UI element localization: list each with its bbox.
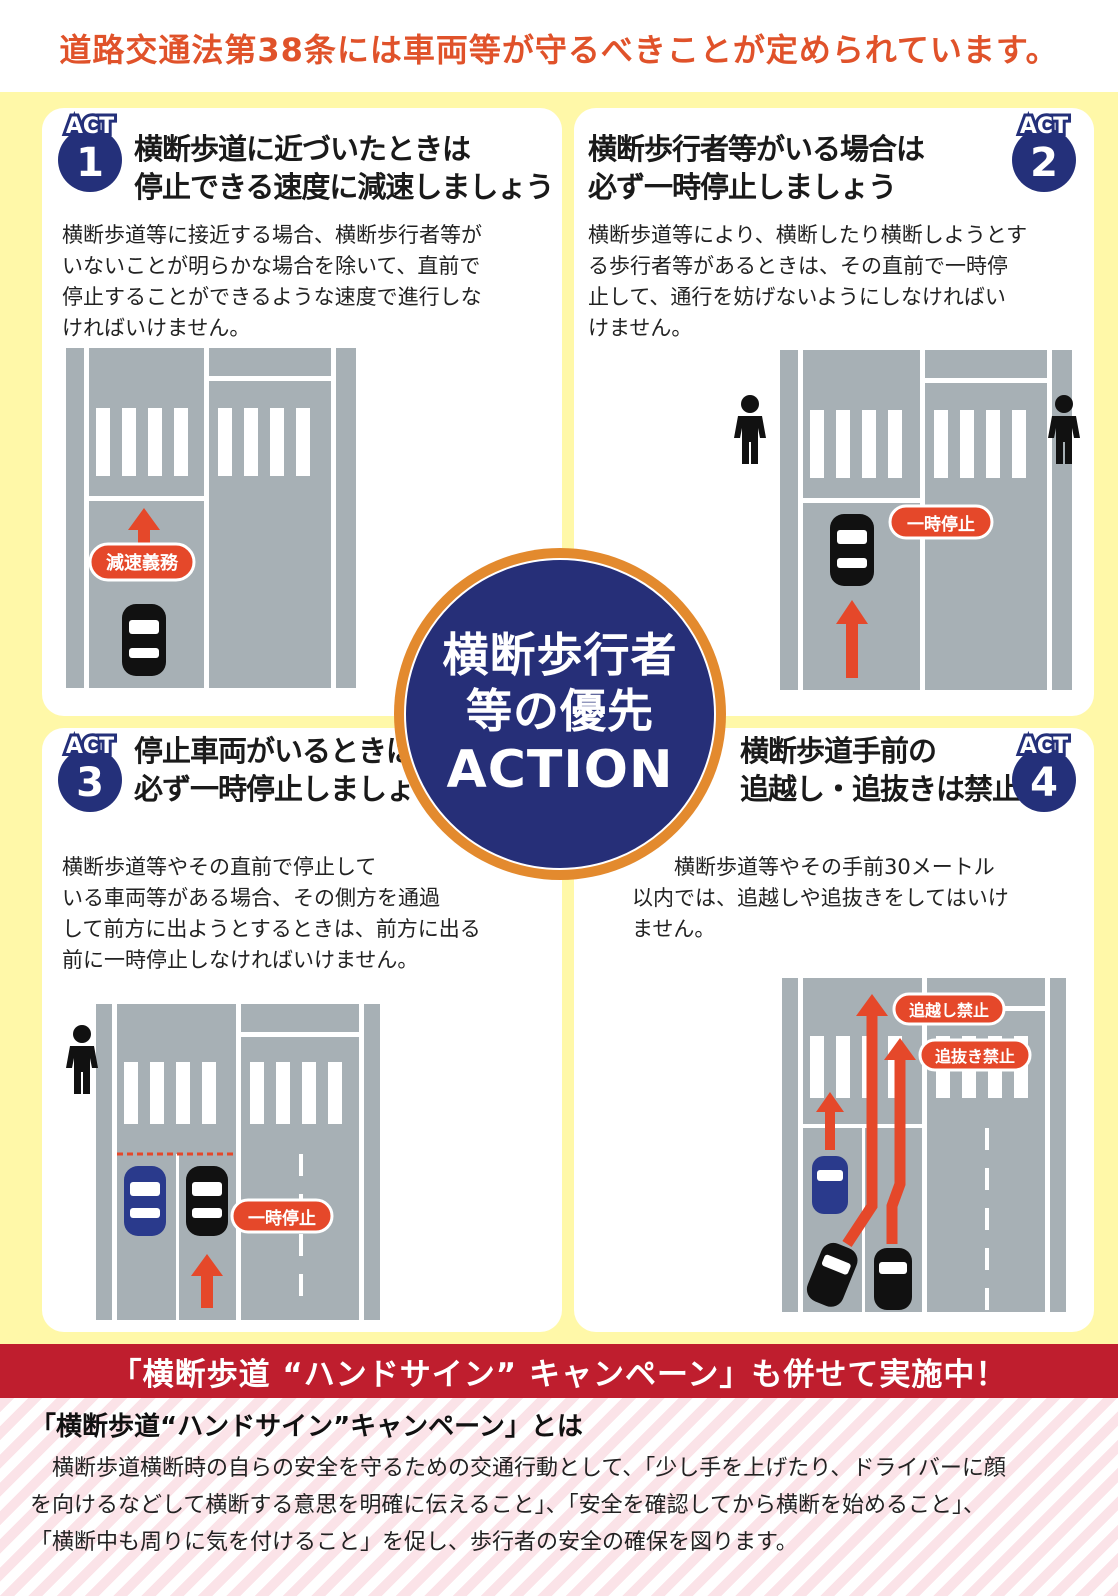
act2-heading-line2: 必ず一時停止しましょう [588, 170, 897, 204]
act4-body-line3: ません。 [632, 917, 716, 941]
act1-body: 横断歩道等に接近する場合、横断歩行者等が いないことが明らかな場合を除いて、直前… [62, 220, 552, 344]
act4-body-line1: 横断歩道等やその手前30メートル [632, 855, 995, 879]
act1-act-label: ACT [63, 111, 117, 142]
act4-label-passing: 追抜き禁止 [934, 1047, 1015, 1066]
act3-car-icon [186, 1166, 228, 1236]
act2-heading-line1: 横断歩行者等がいる場合は [588, 132, 925, 166]
act4-car-icon-2 [874, 1248, 912, 1310]
act1-body-line1: 横断歩道等に接近する場合、横断歩行者等が [62, 223, 482, 247]
campaign-text: 横断歩道横断時の自らの安全を守るための交通行動として、「少し手を上げたり、ドライ… [30, 1450, 1100, 1561]
pedestrian-icon [66, 1025, 98, 1094]
campaign-section-background [0, 1398, 1118, 1596]
act3-body: 横断歩道等やその直前で停止して いる車両等がある場合、その側方を通過 して前方に… [62, 852, 522, 976]
act3-body-line3: して前方に出ようとするときは、前方に出る [62, 917, 481, 941]
act4-body-line2: 以内では、追越しや追抜きをしてはいけ [632, 886, 1009, 910]
act2-badge: 2 ACT [1008, 111, 1082, 192]
campaign-text-line2: を向けるなどして横断する意思を明確に伝えること」、「安全を確認してから横断を始め… [30, 1493, 986, 1518]
act1-heading-line1: 横断歩道に近づいたときは [134, 132, 471, 166]
act1-label: 減速義務 [106, 553, 178, 574]
act3-badge: 3 ACT [54, 731, 128, 812]
act3-blue-car-icon [124, 1166, 166, 1236]
campaign-text-line1: 横断歩道横断時の自らの安全を守るための交通行動として、「少し手を上げたり、ドライ… [30, 1456, 1006, 1481]
act3-heading-line1: 停止車両がいるときは [134, 734, 415, 768]
act2-car-icon [830, 514, 874, 586]
page-title: 道路交通法第38条には車両等が守るべきことが定められています。 [0, 0, 1118, 96]
campaign-banner: 「横断歩道 “ハンドサイン” キャンペーン」も併せて実施中！ [0, 1344, 1118, 1398]
center-line3: ACTION [446, 740, 674, 800]
act2-body-line4: けません。 [588, 316, 693, 340]
act2-panel: 横断歩行者等がいる場合は 必ず一時停止しましょう 2 ACT 横断歩道等により、… [574, 108, 1094, 716]
act2-number: 2 [1012, 128, 1076, 192]
act4-road-illustration [782, 978, 1066, 1312]
act1-road-illustration [66, 348, 356, 688]
act2-body-line3: 止して、通行を妨げないようにしなければい [588, 285, 1006, 309]
act2-act-label: ACT [1017, 111, 1071, 142]
act3-body-line1: 横断歩道等やその直前で停止して [62, 855, 377, 879]
act1-car-icon [122, 604, 166, 676]
act2-heading: 横断歩行者等がいる場合は 必ず一時停止しましょう [588, 130, 925, 206]
center-line1: 横断歩行者 [442, 628, 678, 682]
campaign-text-line3: 「横断中も周りに気を付けること」を促し、歩行者の安全の確保を図ります。 [30, 1530, 798, 1555]
act2-body: 横断歩道等により、横断したり横断しようとす る歩行者等があるときは、その直前で一… [588, 220, 1084, 344]
act4-badge: 4 ACT [1008, 731, 1082, 812]
act1-badge: 1 ACT [54, 111, 128, 192]
act3-heading-line2: 必ず一時停止しましょう [134, 772, 443, 806]
act3-body-line2: いる車両等がある場合、その側方を通過 [62, 886, 440, 910]
act1-body-line2: いないことが明らかな場合を除いて、直前で [62, 254, 481, 278]
act1-body-line3: 停止することができるような速度で進行しな [62, 285, 482, 309]
act3-number: 3 [58, 748, 122, 812]
act3-label: 一時停止 [248, 1208, 316, 1229]
act4-blue-car-icon [812, 1156, 848, 1214]
act4-number: 4 [1012, 748, 1076, 812]
act4-act-label: ACT [1017, 731, 1071, 762]
act2-body-line1: 横断歩道等により、横断したり横断しようとす [588, 223, 1028, 247]
act3-act-label: ACT [63, 731, 117, 762]
act1-number: 1 [58, 128, 122, 192]
act2-label: 一時停止 [907, 514, 975, 535]
act3-heading: 停止車両がいるときは 必ず一時停止しましょう [134, 732, 443, 808]
act3-road-illustration [96, 1004, 380, 1320]
act4-heading-line1: 横断歩道手前の [740, 734, 937, 768]
act2-road-illustration [780, 350, 1072, 690]
act4-label-overtake: 追越し禁止 [908, 1001, 989, 1020]
center-line2: 等の優先 [466, 684, 654, 738]
pedestrian-icon [1048, 395, 1080, 464]
act1-body-line4: ければいけません。 [62, 316, 251, 340]
act3-body-line4: 前に一時停止しなければいけません。 [62, 948, 419, 972]
campaign-title: 「横断歩道“ハンドサイン”キャンペーン」とは [30, 1412, 583, 1442]
act1-heading: 横断歩道に近づいたときは 停止できる速度に減速しましょう [134, 130, 554, 206]
pedestrian-icon [734, 395, 766, 464]
center-action-badge: 横断歩行者 等の優先 ACTION [394, 548, 726, 880]
act4-body: 横断歩道等やその手前30メートル 以内では、追越しや追抜きをしてはいけ ません。 [632, 852, 1082, 945]
act1-panel: 1 ACT 横断歩道に近づいたときは 停止できる速度に減速しましょう 横断歩道等… [42, 108, 562, 716]
act1-heading-line2: 停止できる速度に減速しましょう [134, 170, 554, 204]
center-action-inner: 横断歩行者 等の優先 ACTION [404, 558, 716, 870]
act4-car-icon [806, 1242, 858, 1307]
act2-body-line2: る歩行者等があるときは、その直前で一時停 [588, 254, 1008, 278]
